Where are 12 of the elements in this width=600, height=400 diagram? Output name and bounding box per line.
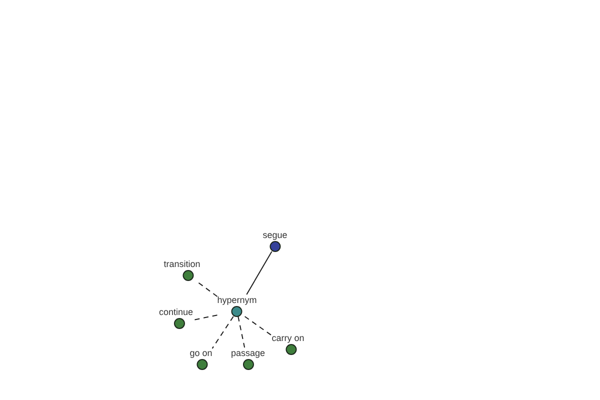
dashed-connector: [212, 316, 234, 349]
dashed-connector: [192, 314, 218, 321]
node-label: passage: [230, 348, 266, 358]
node-label: go on: [190, 348, 212, 358]
dashed-connector: [244, 316, 272, 336]
connector-line: [246, 251, 272, 295]
dashed-connector: [238, 316, 246, 348]
node-label: hypernym: [217, 294, 257, 306]
node-label: transition: [164, 258, 200, 270]
node-label: continue: [158, 306, 194, 318]
node-label: carry on: [272, 332, 304, 344]
node-label: segue: [262, 230, 288, 240]
